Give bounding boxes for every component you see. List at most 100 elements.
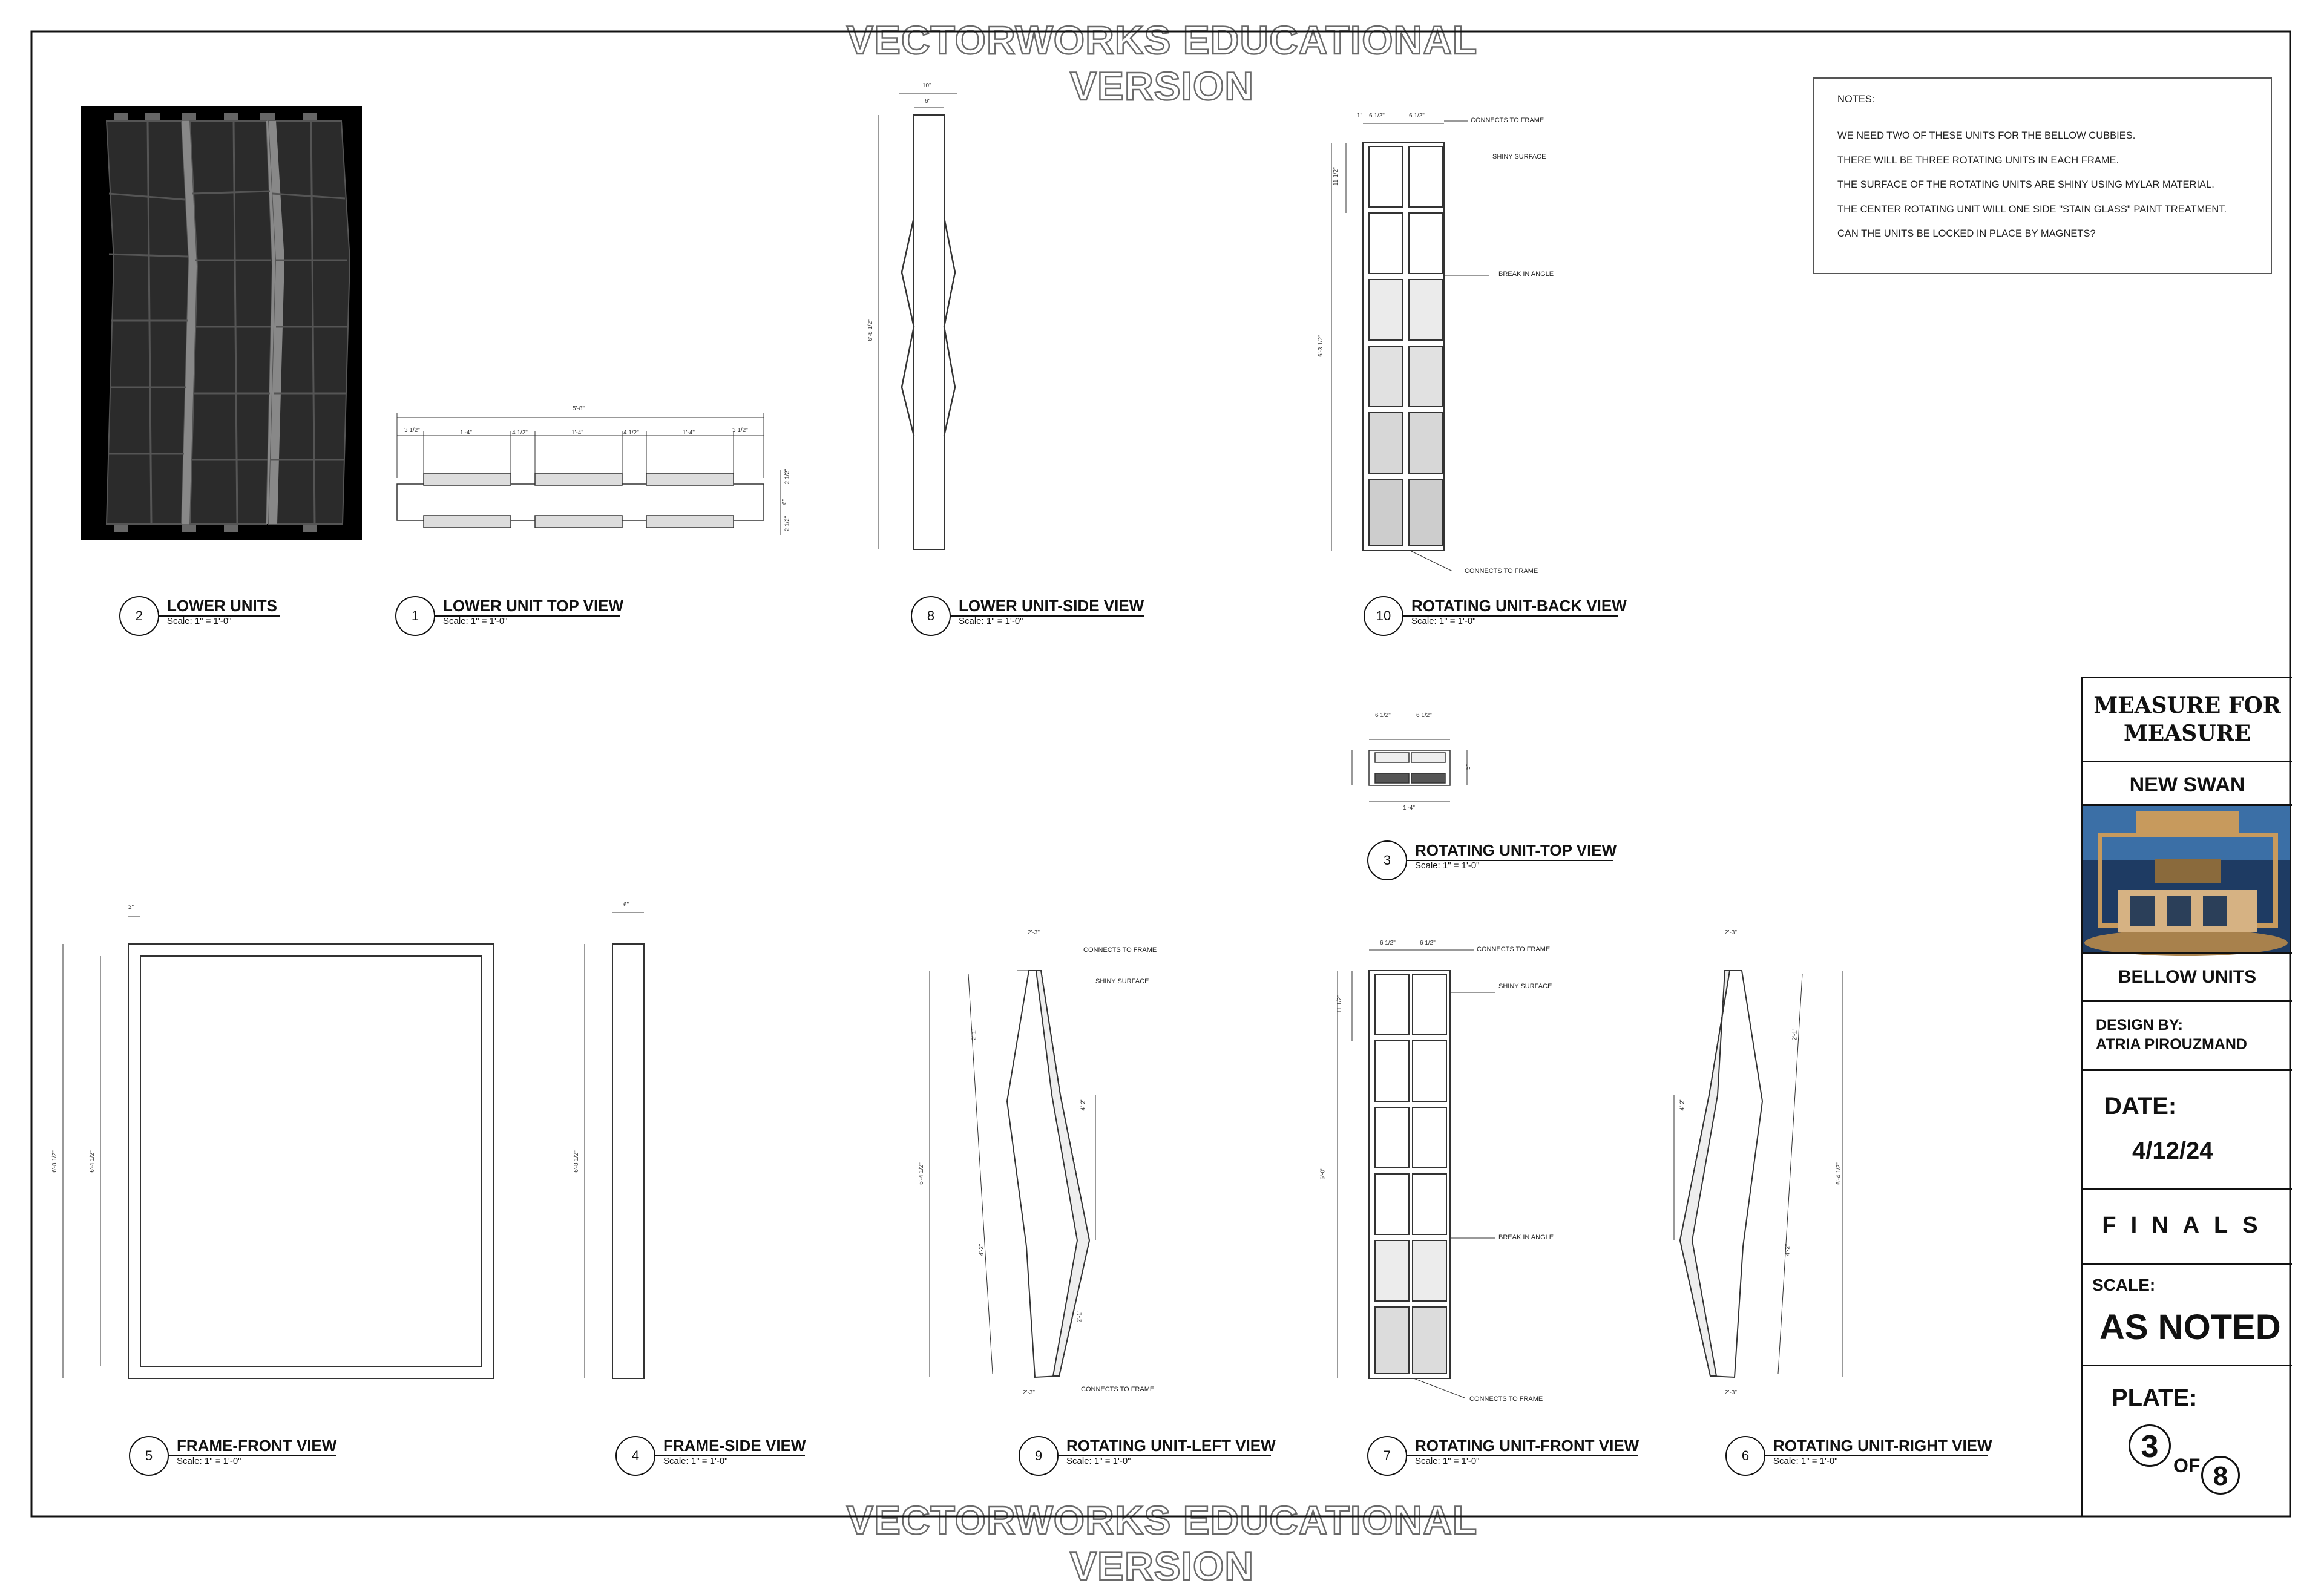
- view-10-scale: Scale: 1" = 1'-0": [1411, 616, 1476, 626]
- view-9-number: 9: [1034, 1448, 1043, 1463]
- dim-left-mid-diag: 4'-2": [978, 1243, 985, 1256]
- scale-label: SCALE:: [2092, 1276, 2156, 1294]
- of-label: OF: [2173, 1455, 2201, 1476]
- drawings-canvas: [30, 30, 2291, 1518]
- dim-frame-border: 2": [128, 904, 134, 911]
- dim-unit-width-2: 1'-4": [571, 430, 583, 436]
- rendering-thumbnail: [2082, 806, 2290, 956]
- view-8-title: LOWER UNIT-SIDE VIEW: [959, 597, 1144, 615]
- rotating-unit-left-view: [929, 970, 1096, 1378]
- sheet-title: BELLOW UNITS: [2118, 967, 2257, 987]
- rotating-unit-right-view: [1673, 970, 1843, 1378]
- design-label: DESIGN BY:: [2096, 1017, 2183, 1034]
- dim-top-width: 1'-4": [1403, 805, 1415, 811]
- dim-left-bottom: 2'-3": [1023, 1389, 1035, 1396]
- date-value: 4/12/24: [2132, 1138, 2213, 1164]
- view-6-title: ROTATING UNIT-RIGHT VIEW: [1773, 1437, 1992, 1455]
- title-block: MEASURE FOR MEASURE NEW SWAN BELLOW UNIT…: [2081, 677, 2292, 1516]
- frame-front-view: [62, 916, 494, 1379]
- dim-gap-1: 4 1/2": [512, 430, 528, 436]
- view-2-number: 2: [135, 608, 143, 623]
- callout-left-connects-top: CONNECTS TO FRAME: [1083, 946, 1157, 954]
- watermark-top: VECTORWORKS EDUCATIONAL VERSION: [846, 17, 1478, 110]
- callout-back-break: BREAK IN ANGLE: [1498, 270, 1554, 278]
- dim-front-height: 6'-0": [1319, 1167, 1327, 1180]
- view-6-number: 6: [1741, 1448, 1750, 1463]
- dim-frame-side-height: 6'-8 1/2": [573, 1150, 580, 1173]
- dim-back-height: 6'-3 1/2": [1317, 335, 1324, 357]
- dim-depth-top: 2 1/2": [784, 468, 791, 485]
- view-9-title: ROTATING UNIT-LEFT VIEW: [1066, 1437, 1276, 1455]
- designer-name: ATRIA PIROUZMAND: [2096, 1036, 2247, 1053]
- lower-unit-side-view: [878, 93, 957, 550]
- view-7-number: 7: [1383, 1448, 1391, 1463]
- view-2-title: LOWER UNITS: [167, 597, 277, 615]
- dim-side-depth: 10": [922, 82, 931, 89]
- dim-right-height: 6'-4 1/2": [1835, 1162, 1842, 1185]
- callout-back-connects-top: CONNECTS TO FRAME: [1471, 117, 1544, 124]
- plate-number: 3: [2141, 1429, 2159, 1464]
- dim-end-gap-right: 3 1/2": [732, 427, 748, 434]
- view-6-scale: Scale: 1" = 1'-0": [1773, 1456, 1838, 1466]
- dim-back-panel-right: 6 1/2": [1409, 113, 1425, 119]
- view-8-number: 8: [927, 608, 935, 623]
- dim-gap-2: 4 1/2": [623, 430, 639, 436]
- callout-back-connects-bottom: CONNECTS TO FRAME: [1465, 568, 1538, 575]
- dim-depth-mid: 6": [781, 499, 789, 505]
- rotating-unit-top-view: [1351, 739, 1468, 802]
- view-8-scale: Scale: 1" = 1'-0": [959, 616, 1023, 626]
- dim-left-height: 6'-4 1/2": [917, 1162, 925, 1185]
- plate-total: 8: [2213, 1461, 2228, 1491]
- notes-heading: NOTES:: [1837, 94, 1875, 105]
- plate-total-circle: 8: [2201, 1456, 2240, 1495]
- venue-name: NEW SWAN: [2129, 773, 2245, 796]
- lower-unit-top-view: [396, 413, 781, 535]
- callout-front-connects-bottom: CONNECTS TO FRAME: [1469, 1395, 1543, 1403]
- dim-front-cell-height: 11 1/2": [1336, 995, 1343, 1014]
- dim-right-bottom: 2'-3": [1725, 1389, 1737, 1396]
- view-10-number: 10: [1376, 608, 1391, 623]
- dim-front-panel-right: 6 1/2": [1420, 940, 1436, 946]
- dim-frame-outer-height: 6'-8 1/2": [51, 1150, 58, 1173]
- lower-units-render: [81, 106, 362, 540]
- dim-depth-bottom: 2 1/2": [784, 516, 791, 532]
- dim-left-face-lower: 2'-1": [1076, 1310, 1083, 1323]
- callout-left-connects-bottom: CONNECTS TO FRAME: [1081, 1386, 1155, 1393]
- dim-front-panel-left: 6 1/2": [1380, 940, 1396, 946]
- dim-left-face-upper: 4'-2": [1080, 1098, 1087, 1111]
- note-line: THERE WILL BE THREE ROTATING UNITS IN EA…: [1837, 154, 2119, 166]
- view-5-title: FRAME-FRONT VIEW: [177, 1437, 337, 1455]
- plate-number-circle: 3: [2129, 1424, 2171, 1467]
- view-2-scale: Scale: 1" = 1'-0": [167, 616, 232, 626]
- drawing-sheet: VECTORWORKS EDUCATIONAL VERSION VECTORWO…: [30, 17, 2292, 1589]
- dim-side-thickness: 6": [925, 98, 931, 105]
- view-5-scale: Scale: 1" = 1'-0": [177, 1456, 241, 1466]
- rotating-unit-back-view: [1331, 120, 1489, 572]
- callout-front-shiny: SHINY SURFACE: [1498, 983, 1552, 990]
- view-9-scale: Scale: 1" = 1'-0": [1066, 1456, 1131, 1466]
- phase-label: FINALS: [2102, 1213, 2273, 1238]
- dim-back-edge-left: 1": [1357, 113, 1363, 119]
- dim-right-face-upper: 4'-2": [1679, 1098, 1686, 1111]
- rotating-unit-front-view: [1337, 949, 1495, 1398]
- dim-top-depth: 5": [1465, 764, 1472, 770]
- dim-top-panel-right: 6 1/2": [1416, 712, 1432, 719]
- dim-right-top: 2'-3": [1725, 929, 1737, 936]
- note-line: THE SURFACE OF THE ROTATING UNITS ARE SH…: [1837, 179, 2214, 190]
- dim-right-upper-diag: 2'-1": [1791, 1028, 1799, 1041]
- view-4-title: FRAME-SIDE VIEW: [663, 1437, 806, 1455]
- dim-left-upper-diag: 2'-1": [971, 1028, 978, 1041]
- view-10-title: ROTATING UNIT-BACK VIEW: [1411, 597, 1627, 615]
- dim-back-panel-left: 6 1/2": [1369, 113, 1385, 119]
- scale-value: AS NOTED: [2099, 1308, 2281, 1347]
- view-1-title: LOWER UNIT TOP VIEW: [443, 597, 624, 615]
- view-5-number: 5: [145, 1448, 153, 1463]
- view-7-title: ROTATING UNIT-FRONT VIEW: [1415, 1437, 1640, 1455]
- dim-end-gap-left: 3 1/2": [404, 427, 420, 434]
- view-4-number: 4: [631, 1448, 640, 1463]
- dim-top-panel-left: 6 1/2": [1375, 712, 1391, 719]
- note-line: THE CENTER ROTATING UNIT WILL ONE SIDE "…: [1837, 203, 2227, 215]
- date-label: DATE:: [2104, 1093, 2177, 1119]
- view-4-scale: Scale: 1" = 1'-0": [663, 1456, 728, 1466]
- dim-side-height: 6'-8 1/2": [867, 319, 874, 341]
